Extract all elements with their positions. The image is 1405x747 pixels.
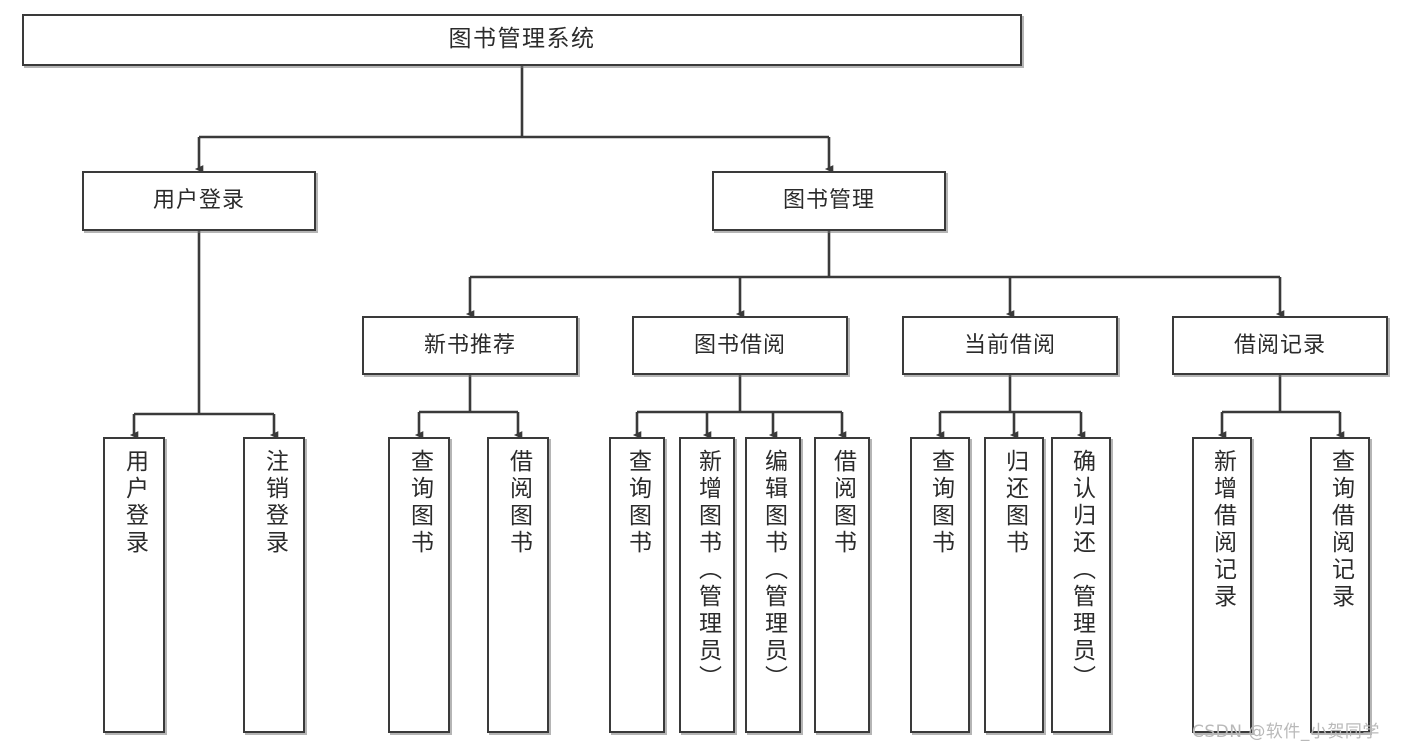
node-label: 图书管理系统 [448,26,596,53]
node-leaf-return-book[interactable]: 归还图书 [984,437,1044,733]
node-leaf-edit-book[interactable]: 编辑图书（管理员） [745,437,801,733]
watermark-text: CSDN @软件_小贺同学 [1192,722,1380,742]
node-label: 新增图书（管理员） [694,449,721,692]
node-label: 归还图书 [1001,449,1028,557]
node-leaf-query-record[interactable]: 查询借阅记录 [1310,437,1370,733]
node-leaf-query-book-1[interactable]: 查询图书 [388,437,450,733]
node-label: 新书推荐 [423,332,516,358]
node-leaf-logout[interactable]: 注销登录 [243,437,305,733]
node-leaf-add-record[interactable]: 新增借阅记录 [1192,437,1252,733]
node-label: 编辑图书（管理员） [760,449,787,692]
node-leaf-confirm-return[interactable]: 确认归还（管理员） [1051,437,1111,733]
node-label: 用户登录 [121,449,148,557]
node-leaf-add-book[interactable]: 新增图书（管理员） [679,437,735,733]
node-label: 查询借阅记录 [1327,449,1354,611]
node-label: 查询图书 [624,449,651,557]
node-label: 确认归还（管理员） [1068,449,1095,692]
node-label: 查询图书 [406,449,433,557]
node-label: 注销登录 [261,449,288,557]
node-label: 图书借阅 [693,332,786,358]
node-label: 借阅图书 [505,449,532,557]
node-leaf-borrow-book-2[interactable]: 借阅图书 [814,437,870,733]
node-label: 借阅记录 [1233,332,1326,358]
node-label: 查询图书 [927,449,954,557]
node-borrow-record[interactable]: 借阅记录 [1172,316,1388,375]
connector-lines [129,66,1345,439]
node-book-manage[interactable]: 图书管理 [712,171,946,231]
node-label: 新增借阅记录 [1209,449,1236,611]
node-current-borrow[interactable]: 当前借阅 [902,316,1118,375]
node-leaf-borrow-book-1[interactable]: 借阅图书 [487,437,549,733]
node-label: 用户登录 [152,188,245,214]
node-leaf-query-book-2[interactable]: 查询图书 [609,437,665,733]
node-label: 图书管理 [782,188,875,214]
node-new-book-recommend[interactable]: 新书推荐 [362,316,578,375]
node-leaf-query-book-3[interactable]: 查询图书 [910,437,970,733]
node-book-borrow[interactable]: 图书借阅 [632,316,848,375]
node-user-login[interactable]: 用户登录 [82,171,316,231]
node-root-e59bbee4b9a6[interactable]: 图书管理系统 [22,14,1022,66]
node-label: 当前借阅 [963,332,1056,358]
node-label: 借阅图书 [829,449,856,557]
node-leaf-user-login[interactable]: 用户登录 [103,437,165,733]
